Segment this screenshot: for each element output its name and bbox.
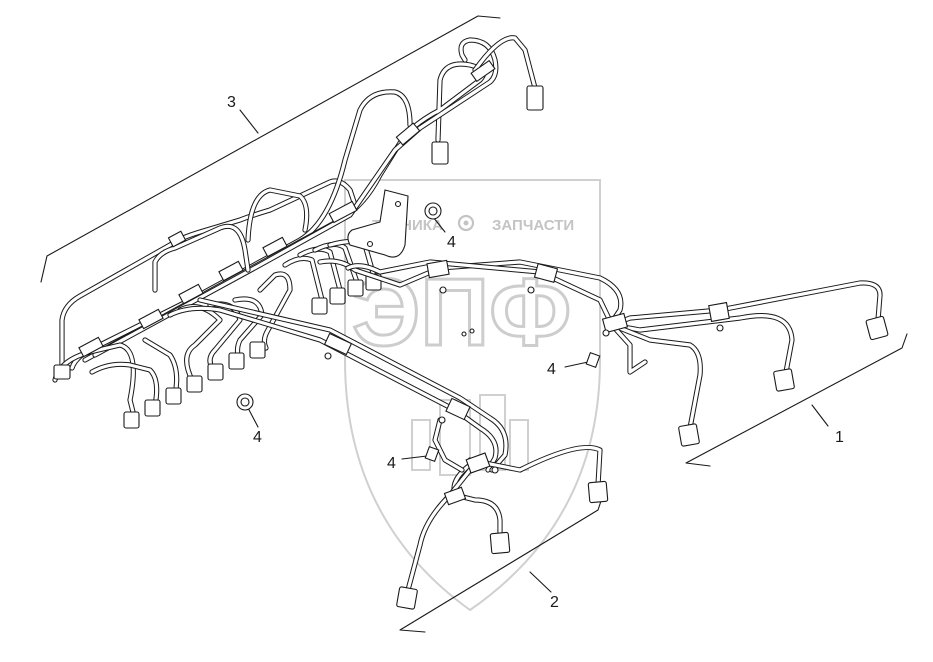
bracket-group-1 xyxy=(685,333,908,467)
mounting-plate xyxy=(347,189,409,258)
nuts-group-2 xyxy=(396,480,609,610)
tube-group-1 xyxy=(317,258,889,447)
tube-group-2 xyxy=(167,297,609,610)
nuts-group-3 xyxy=(53,85,544,429)
clamps-group-1 xyxy=(426,259,730,337)
bracket-group-3 xyxy=(40,15,501,283)
tube-group-3 xyxy=(52,35,544,429)
nuts-group-1 xyxy=(678,315,889,447)
washers xyxy=(461,328,475,337)
callout-4-left: 4 xyxy=(253,429,262,446)
callouts: 3 1 2 4 4 4 4 xyxy=(227,94,844,611)
fitting-4a xyxy=(424,202,442,220)
callout-2: 2 xyxy=(550,594,559,611)
fitting-4d xyxy=(424,445,440,463)
callout-1: 1 xyxy=(835,429,844,446)
callout-3: 3 xyxy=(227,94,236,111)
fitting-4b xyxy=(236,393,254,411)
item-4-fittings xyxy=(236,202,601,463)
callout-4-top: 4 xyxy=(447,234,456,251)
fitting-4c xyxy=(585,351,601,369)
group-brackets xyxy=(40,15,908,633)
watermark-brand-right: ЗАПЧАСТИ xyxy=(492,217,574,234)
callout-4-right: 4 xyxy=(547,361,556,378)
clamps-group-2 xyxy=(323,332,499,506)
bracket-group-2 xyxy=(399,497,603,633)
callout-4-bottom: 4 xyxy=(387,455,396,472)
clamps-group-3 xyxy=(78,59,496,358)
watermark-shield-outline xyxy=(344,179,601,612)
gear-icon xyxy=(457,214,475,232)
